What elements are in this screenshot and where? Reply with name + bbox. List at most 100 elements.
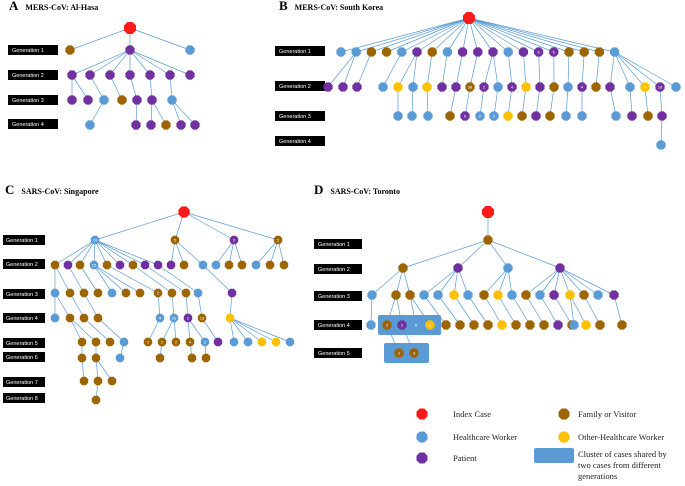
family-visitor-node: 2 [394, 348, 404, 358]
healthcare-worker-node [107, 288, 117, 298]
healthcare-worker-node [378, 82, 388, 92]
family-visitor-node [65, 45, 75, 55]
transmission-edge [340, 17, 470, 53]
healthcare-worker-node [593, 290, 603, 300]
transmission-edge [402, 239, 489, 269]
family-visitor-node: 2 [382, 320, 392, 330]
transmission-edge [94, 239, 108, 266]
gen-label: Generation 3 [8, 95, 58, 105]
transmission-edge [395, 294, 403, 326]
patient-node [67, 95, 77, 105]
family-visitor-node: 2 [143, 337, 153, 347]
family-visitor-node [545, 111, 555, 121]
transmission-edge [441, 51, 448, 88]
family-visitor-node: 13 [197, 313, 207, 323]
transmission-edge [483, 267, 509, 296]
family-visitor-node [382, 47, 392, 57]
patient-node [115, 260, 125, 270]
gen-label: Generation 4 [275, 136, 325, 146]
transmission-edge [426, 51, 433, 88]
panel-a-title: MERS-CoV: Al-Hasa [25, 3, 98, 12]
healthcare-worker-node [625, 82, 635, 92]
node-count-label: 6 [415, 322, 418, 327]
transmission-edge [431, 17, 470, 53]
transmission-edge [69, 317, 97, 343]
patient-node [531, 111, 541, 121]
legend: Index Case Healthcare Worker Patient Fam… [416, 408, 668, 481]
family-visitor-node [105, 337, 115, 347]
healthcare-worker-node [397, 47, 407, 57]
healthcare-worker-node [211, 260, 221, 270]
transmission-edge [327, 51, 357, 88]
transmission-edge [449, 86, 457, 117]
healthcare-worker-node [577, 111, 587, 121]
family-visitor-node [167, 288, 177, 298]
node-count-label: 6 [537, 49, 540, 54]
gen-label: Generation 1 [275, 46, 325, 56]
panel-a-header: A MERS-CoV: Al-Hasa [9, 0, 98, 14]
legend-family-or-visitor [558, 408, 570, 420]
node-count-label: 2 [479, 113, 482, 118]
other-hcw-node [449, 290, 459, 300]
family-visitor-node: 2 [157, 337, 167, 347]
node-count-label: 4 [189, 339, 192, 344]
family-visitor-node [579, 290, 589, 300]
family-visitor-node [224, 260, 234, 270]
family-visitor-node [65, 313, 75, 323]
family-visitor-node [93, 376, 103, 386]
other-hcw-node [493, 290, 503, 300]
node-count-label: 10 [93, 237, 98, 242]
family-visitor-node [121, 288, 131, 298]
family-visitor-node [398, 263, 408, 273]
legend-patient-label: Patient [453, 453, 477, 463]
transmission-edge [382, 51, 403, 88]
patient-node [453, 263, 463, 273]
node-count-label: 2 [401, 322, 404, 327]
gen-label: Generation 3 [3, 289, 45, 299]
transmission-edge [79, 264, 99, 294]
family-visitor-node: 2 [273, 235, 283, 245]
transmission-edge [54, 239, 96, 266]
transmission-edge [559, 267, 585, 296]
gen-label: Generation 1 [3, 235, 45, 245]
family-visitor-node [643, 111, 653, 121]
transmission-edge [511, 294, 531, 326]
healthcare-worker-node: 2 [200, 337, 210, 347]
svg-text:Generation 7: Generation 7 [6, 380, 38, 386]
other-hcw-node [225, 313, 235, 323]
healthcare-worker-node [569, 320, 579, 330]
patient-node [147, 95, 157, 105]
legend-family-label: Family or Visitor [578, 409, 637, 419]
transmission-edge [409, 294, 417, 326]
transmission-edge [468, 17, 615, 53]
gen-label: Generation 5 [3, 338, 45, 348]
family-visitor-node: 5 [170, 235, 180, 245]
healthcare-worker-node [423, 111, 433, 121]
svg-text:Generation 5: Generation 5 [318, 351, 350, 357]
legend-cluster-label-1: Cluster of cases shared by [578, 449, 668, 459]
legend-cluster-label-3: generations [578, 471, 617, 481]
healthcare-worker-node [507, 290, 517, 300]
patient-node [85, 70, 95, 80]
transmission-edge [255, 239, 279, 266]
family-visitor-node [237, 260, 247, 270]
svg-text:Generation 2: Generation 2 [12, 73, 44, 79]
healthcare-worker-node [408, 82, 418, 92]
transmission-edge [493, 86, 499, 117]
patient-node [140, 260, 150, 270]
transmission-edge [97, 317, 125, 343]
gen-label: Generation 2 [275, 81, 325, 91]
healthcare-worker-node [367, 290, 377, 300]
node-count-label: 2 [175, 339, 178, 344]
node-count-label: 2 [187, 315, 190, 320]
healthcare-worker-node [563, 82, 573, 92]
other-hcw-node [271, 337, 281, 347]
family-visitor-node [179, 260, 189, 270]
index-case-node [178, 206, 190, 218]
node-count-label: 2 [483, 84, 486, 89]
patient-node [166, 260, 176, 270]
family-visitor-node [79, 288, 89, 298]
legend-cluster-label-2: two cases from different [578, 460, 661, 470]
svg-text:Generation 2: Generation 2 [318, 267, 350, 273]
transmission-edge [106, 264, 159, 294]
